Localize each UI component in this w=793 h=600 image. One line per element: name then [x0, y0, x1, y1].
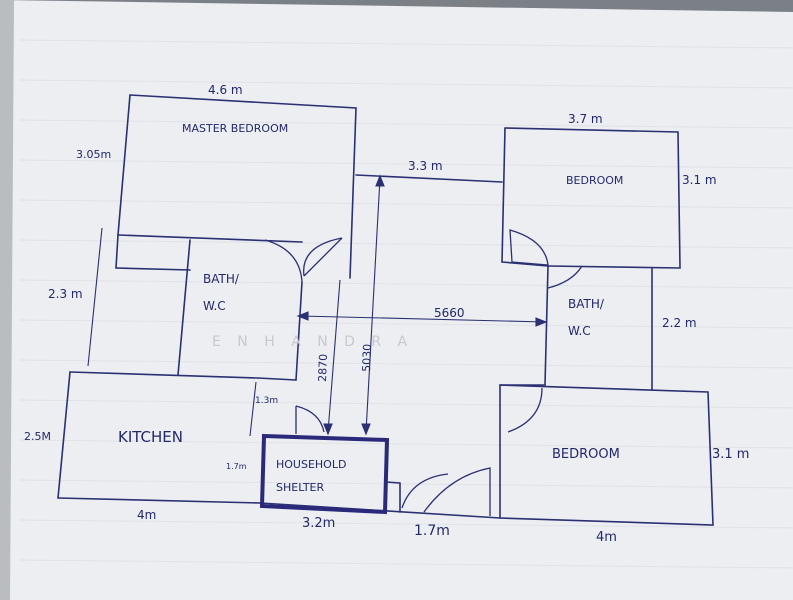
dim-shelter-width: 3.2m — [302, 516, 335, 531]
door-master — [303, 237, 343, 277]
dim-shelter-gap: 1.3m — [255, 396, 278, 406]
shelter-label-2: SHELTER — [276, 481, 324, 494]
dim-kitchen-width: 4m — [137, 508, 156, 522]
master-bedroom-label: MASTER BEDROOM — [182, 122, 288, 135]
room-labels: MASTER BEDROOM BEDROOM BATH/ W.C BATH/ W… — [118, 122, 623, 494]
bedroom-bottom-label: BEDROOM — [552, 447, 620, 462]
door-bedroom-bottom — [507, 387, 543, 433]
dimension-labels: 4.6 m 3.05m 3.3 m 3.7 m 3.1 m 2.3 m 5660… — [24, 83, 749, 545]
watermark: E N H A N D R A — [212, 334, 413, 350]
shelter-label-1: HOUSEHOLD — [276, 458, 346, 471]
dim-vertical-2870: 2870 — [316, 354, 330, 382]
dim-bedroom-bottom-width: 4m — [596, 530, 617, 545]
kitchen-label: KITCHEN — [118, 428, 183, 446]
door-entrance-right — [423, 467, 491, 516]
dim-corridor-width: 3.3 m — [408, 159, 443, 173]
dim-shelter-height: 1.7m — [226, 462, 247, 471]
paper-grid — [19, 39, 793, 569]
dim-bedroom-top-height: 3.1 m — [682, 173, 717, 187]
bath-left-label-2: W.C — [203, 299, 226, 313]
doors — [264, 229, 583, 516]
door-entrance-left — [401, 473, 449, 509]
bath-left-label-1: BATH/ — [203, 272, 240, 286]
dim-kitchen-height: 2.5M — [24, 430, 51, 443]
dim-bath-left-height: 2.3 m — [48, 287, 83, 301]
paper-shadow — [0, 0, 14, 600]
dim-master-height: 3.05m — [76, 148, 111, 161]
dim-bedroom-top-width: 3.7 m — [568, 112, 603, 126]
dim-corridor-span: 5660 — [434, 306, 465, 320]
door-bath-left — [264, 239, 303, 283]
walls — [57, 94, 714, 526]
bedroom-top-label: BEDROOM — [566, 174, 623, 187]
dim-entrance-width: 1.7m — [414, 523, 450, 539]
dim-bedroom-bottom-height: 3.1 m — [712, 447, 749, 462]
household-shelter — [259, 433, 390, 515]
dimension-lines — [87, 174, 548, 437]
dim-bath-right-height: 2.2 m — [662, 316, 697, 330]
bath-right-label-1: BATH/ — [568, 297, 605, 311]
door-bedroom-top — [509, 229, 549, 266]
master-bedroom-walls — [129, 94, 357, 279]
door-shelter — [295, 405, 325, 434]
bath-right-label-2: W.C — [568, 324, 591, 338]
dim-vertical-5030: 5030 — [360, 344, 374, 372]
dim-master-width: 4.6 m — [208, 83, 243, 97]
door-bath-right — [547, 265, 583, 289]
